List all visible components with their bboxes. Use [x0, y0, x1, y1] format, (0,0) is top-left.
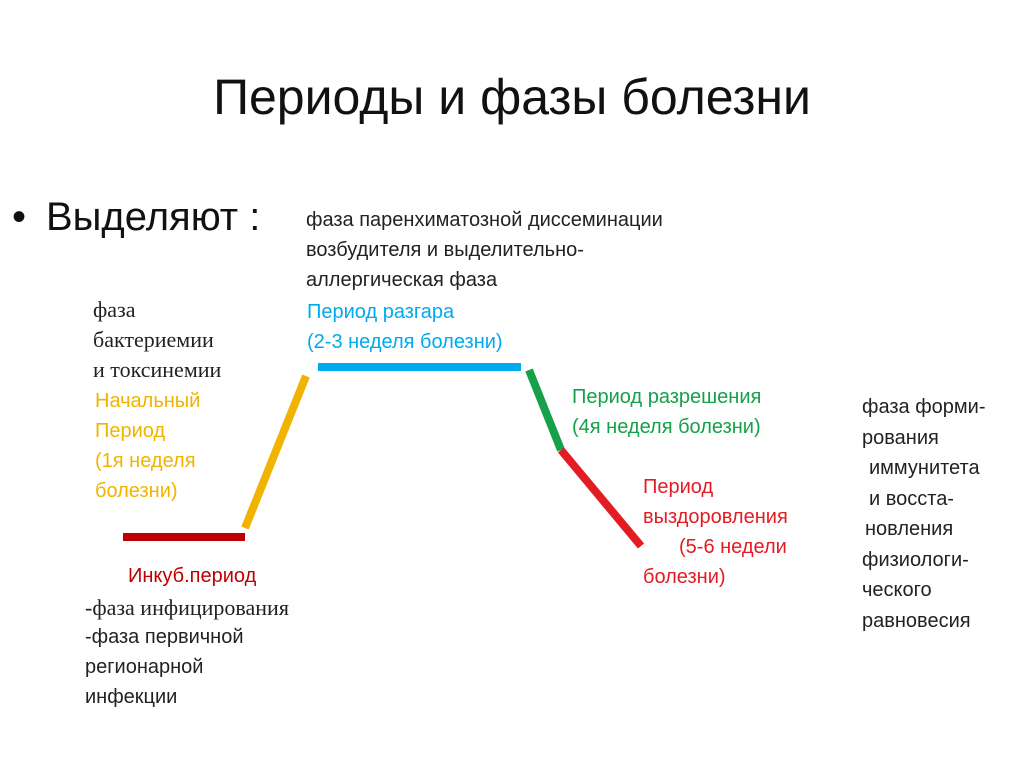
incubation-period-label: Инкуб.период — [128, 565, 257, 587]
initial-segment — [241, 374, 310, 530]
bullet-text: Выделяют : — [46, 195, 261, 239]
bullet-dot-icon: • — [12, 195, 27, 239]
recovery-period-label: Период выздоровления (5-6 недели болезни… — [643, 476, 788, 588]
initial-period-label: Начальный Период (1я неделя болезни) — [95, 390, 201, 502]
recovery-segment — [557, 447, 645, 549]
bullet-heading: • Выделяют : — [12, 192, 260, 242]
dissemination-phase-label: фаза паренхиматозной диссеминации возбуд… — [306, 209, 663, 291]
immunity-phase-label: фаза форми- рования иммунитета и восста-… — [862, 396, 986, 632]
resolution-period-label: Период разрешения (4я неделя болезни) — [572, 386, 762, 438]
resolution-segment — [525, 368, 565, 452]
page-title: Периоды и фазы болезни — [213, 69, 811, 125]
bacteremia-phase-label: фаза бактериемии и токсинемии — [93, 297, 222, 382]
peak-period-label: Период разгара (2-3 неделя болезни) — [307, 301, 503, 353]
infection-phase-label: -фаза инфицирования — [85, 595, 289, 620]
primary-infection-phase-label: -фаза первичной регионарной инфекции — [85, 626, 244, 708]
